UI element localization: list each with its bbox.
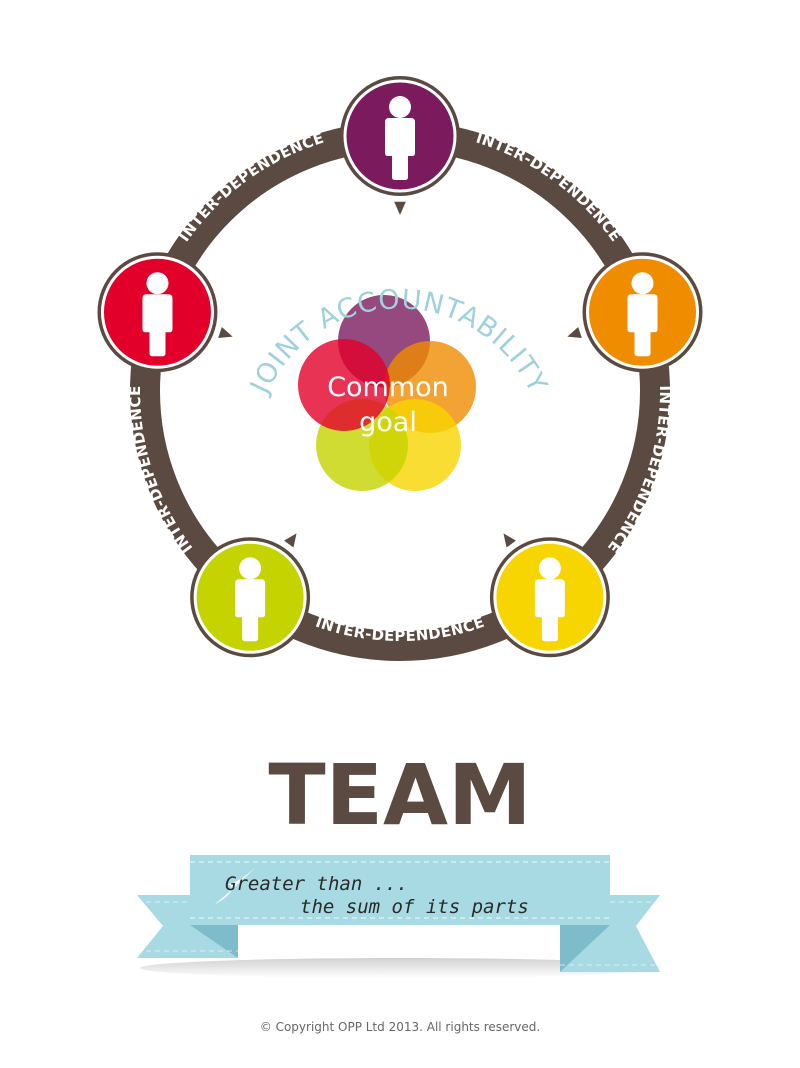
swoosh-mark	[214, 868, 255, 905]
person-orange	[582, 252, 703, 373]
person-yellow	[489, 537, 610, 658]
copyright-notice: © Copyright OPP Ltd 2013. All rights res…	[259, 1020, 541, 1034]
inward-arrows	[218, 201, 582, 548]
ribbon-fold-right	[560, 925, 610, 972]
arrow-icon	[284, 533, 297, 548]
person-purple	[340, 76, 460, 196]
arrow-icon	[218, 326, 233, 339]
arrow-icon	[503, 533, 516, 548]
arrow-icon	[567, 326, 582, 339]
arrow-icon	[394, 201, 406, 215]
person-lime	[190, 537, 311, 658]
person-red	[97, 252, 218, 373]
team-diagram: INTER-DEPENDENCEINTER-DEPENDENCEINTER-DE…	[97, 76, 703, 661]
team-title: TEAM	[268, 746, 532, 844]
venn-circle-red	[298, 339, 390, 431]
ribbon-fold-left	[190, 925, 238, 958]
common-goal-venn	[298, 295, 476, 491]
team-members	[97, 76, 703, 658]
banner-line2: the sum of its parts	[300, 896, 529, 918]
ribbon-band	[190, 855, 610, 925]
banner-line1: Greater than ...	[225, 873, 408, 895]
ribbon-banner: Greater than ... the sum of its parts	[137, 855, 660, 978]
common-goal-line1: Common	[327, 372, 449, 403]
common-goal-line2: goal	[359, 407, 417, 438]
